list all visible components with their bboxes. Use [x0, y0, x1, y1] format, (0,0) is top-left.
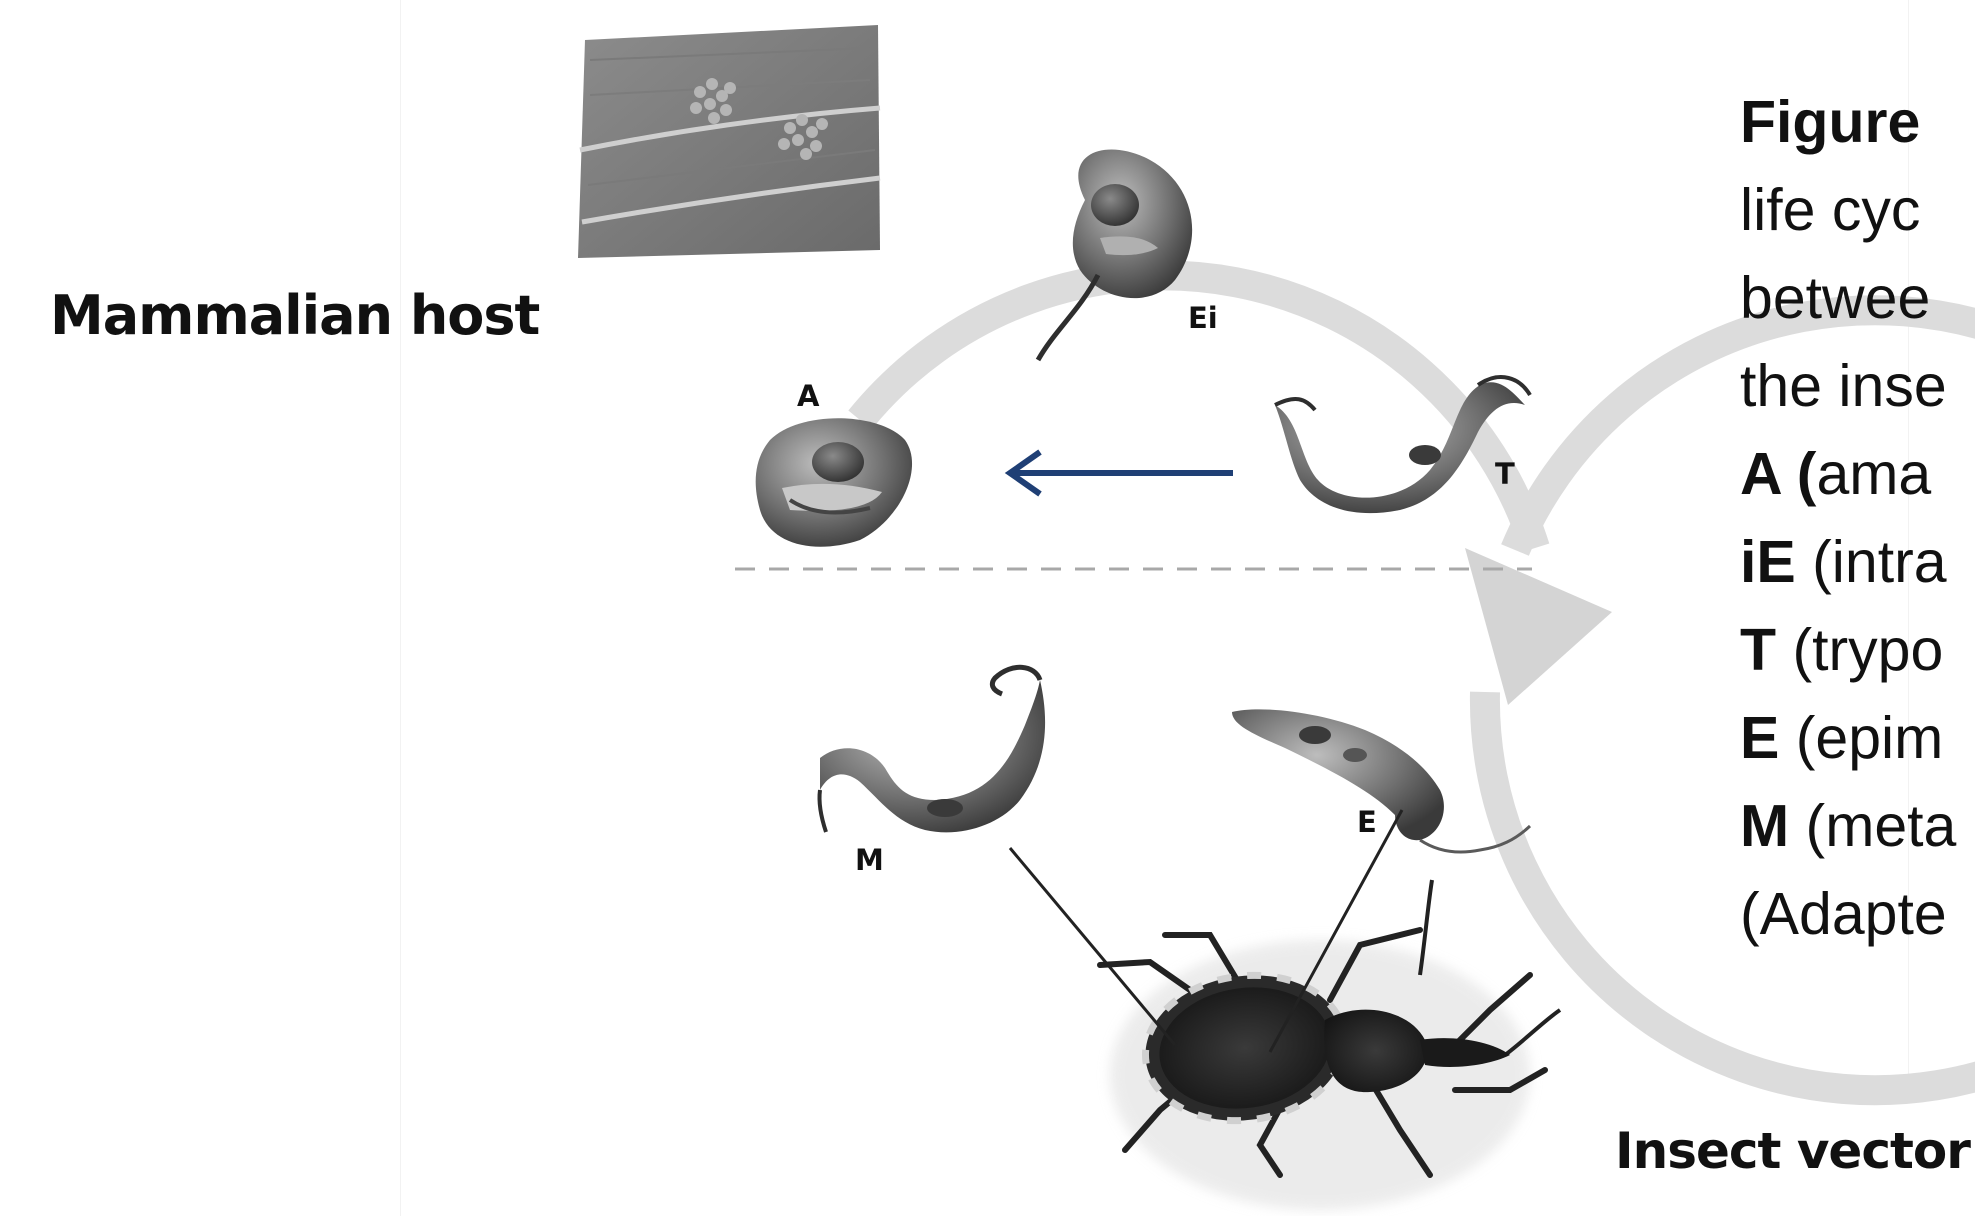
caption-text-e: (epim [1779, 705, 1943, 771]
stage-label-e: E [1357, 805, 1377, 839]
caption-text-ie: (intra [1796, 529, 1947, 595]
caption-line-4: A (ama [1740, 430, 1975, 518]
caption-key-m: M [1740, 793, 1789, 859]
caption-line-5: iE (intra [1740, 518, 1975, 606]
caption-text-a: ama [1816, 441, 1931, 507]
pointer-line-m [1010, 848, 1175, 1045]
caption-title: Figure [1740, 78, 1975, 166]
stage-label-m: M [855, 843, 884, 877]
stage-label-a: A [797, 379, 820, 413]
caption-line-6: T (trypo [1740, 606, 1975, 694]
caption-key-e: E [1740, 705, 1779, 771]
insect-vector-image [1100, 880, 1560, 1210]
stage-m-parasite [819, 667, 1045, 832]
insect-vector-label: Insect vector [1615, 1122, 1970, 1180]
mammalian-host-label: Mammalian host [50, 284, 539, 347]
stage-a-parasite [756, 418, 912, 547]
caption-text-t: (trypo [1776, 617, 1943, 683]
stage-ei-parasite [1038, 149, 1192, 360]
stage-label-t: T [1495, 457, 1515, 491]
caption-line-1: life cyc [1740, 166, 1975, 254]
caption-line-3: the inse [1740, 342, 1975, 430]
caption-line-9: (Adapte [1740, 870, 1975, 958]
stage-label-ei: Ei [1188, 301, 1218, 335]
figure-caption: Figure life cyc betwee the inse A (ama i… [1740, 78, 1975, 958]
caption-key-a: A ( [1740, 441, 1816, 507]
transform-arrow [1010, 452, 1233, 494]
caption-line-8: M (meta [1740, 782, 1975, 870]
caption-line-2: betwee [1740, 254, 1975, 342]
caption-key-ie: iE [1740, 529, 1796, 595]
caption-key-t: T [1740, 617, 1776, 683]
caption-line-7: E (epim [1740, 694, 1975, 782]
caption-text-m: (meta [1789, 793, 1956, 859]
cycle-arrowhead [1465, 548, 1612, 705]
muscle-tissue-image [578, 25, 880, 258]
